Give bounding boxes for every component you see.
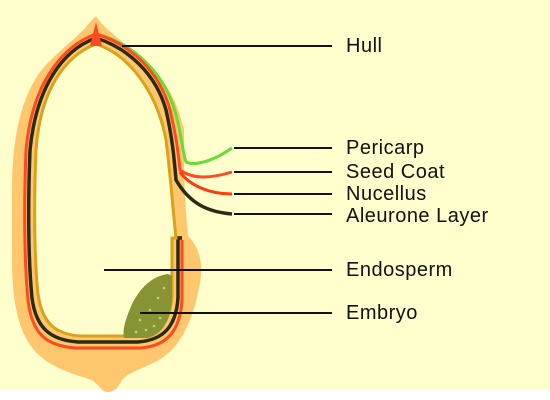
nucellus-layer	[178, 171, 233, 196]
embryo-shape	[123, 274, 172, 338]
aleurone-layer-label: Aleurone Layer	[346, 205, 489, 227]
hull-label: Hull	[346, 35, 383, 57]
seed-coat-upper	[95, 32, 233, 179]
endosperm-region	[33, 42, 178, 338]
embryo-label: Embryo	[346, 302, 418, 324]
endosperm-label: Endosperm	[346, 259, 453, 281]
seed-coat-label: Seed Coat	[346, 161, 446, 183]
pericarp-layer	[95, 32, 233, 165]
aleurone-upper	[95, 36, 233, 216]
seed-coat-layer	[23, 32, 184, 350]
pericarp-label: Pericarp	[346, 137, 425, 159]
embryo-texture	[134, 286, 166, 334]
nucellus-label: Nucellus	[346, 183, 427, 205]
hull-tip	[90, 22, 102, 46]
aleurone-layer	[26, 36, 182, 344]
